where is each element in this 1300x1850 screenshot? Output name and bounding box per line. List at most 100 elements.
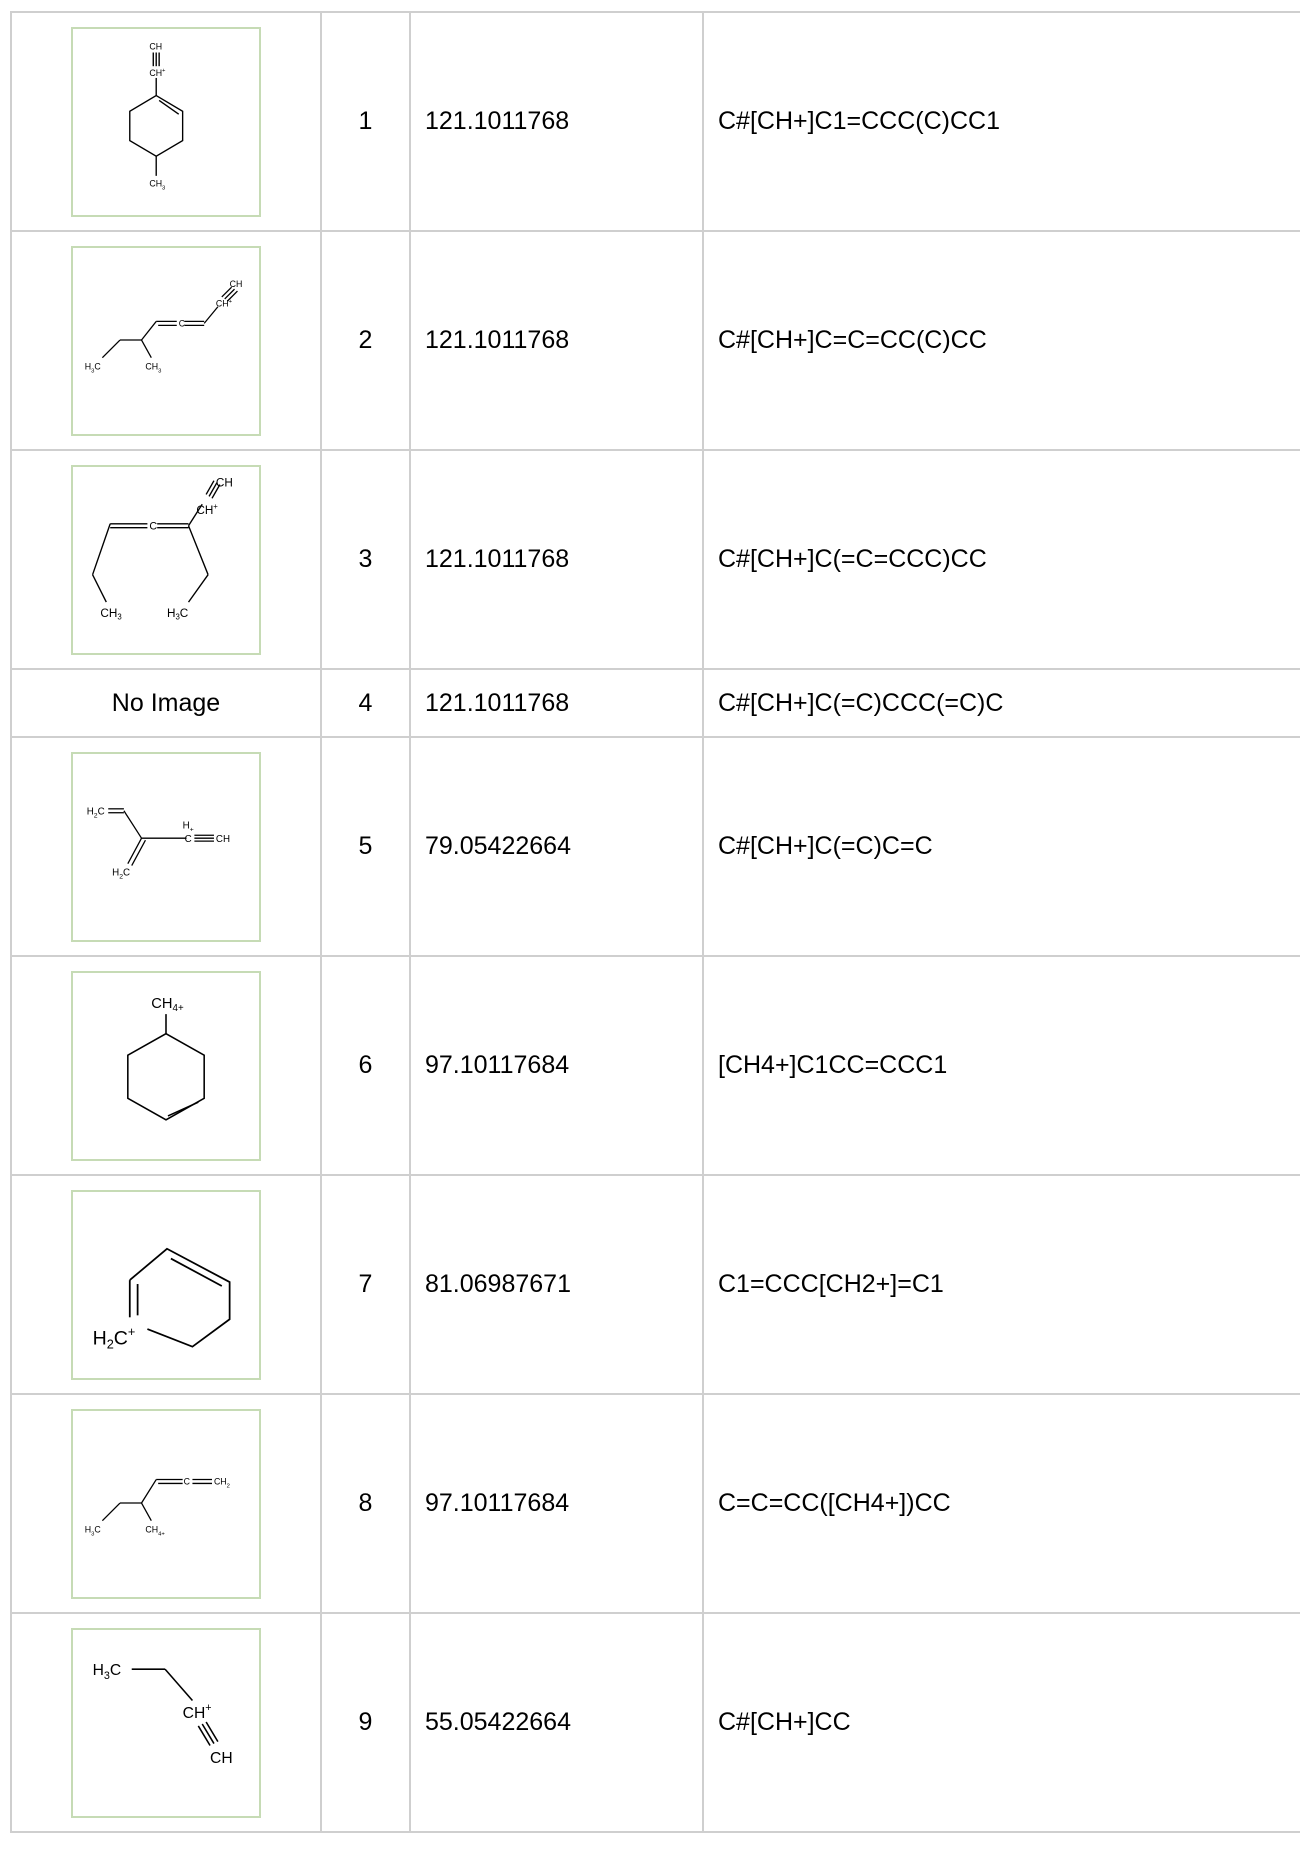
- atom-superscript: +: [128, 1323, 135, 1338]
- index-cell: 3: [320, 449, 411, 670]
- table-row: C CH CH+ CH3 H3C 3 121.1011768 C#[CH+]C(…: [10, 449, 1300, 670]
- svg-text:H3C: H3C: [93, 1662, 122, 1682]
- atom-label: C: [98, 806, 105, 817]
- atom-subscript: 3: [175, 612, 180, 621]
- index-cell: 6: [320, 955, 411, 1176]
- atom-label: H: [85, 1524, 91, 1534]
- svg-text:CH: CH: [149, 41, 162, 51]
- index-cell: 2: [320, 230, 411, 451]
- atom-subscript: 2: [227, 1483, 230, 1489]
- index-cell: 4: [320, 668, 411, 738]
- atom-label: CH: [145, 361, 158, 371]
- structure-cell: CH CH+ CH3: [10, 11, 322, 232]
- structure-cell: CH4+: [10, 955, 322, 1176]
- mass-cell: 121.1011768: [409, 668, 704, 738]
- molecule-structure-image: H3C CH+ CH: [71, 1627, 261, 1818]
- atom-label: H: [87, 806, 94, 817]
- svg-text:CH+: CH+: [183, 1702, 212, 1722]
- structure-cell: H2C H+ C CH H2C: [10, 736, 322, 957]
- molecule-structure-image: H2C+: [71, 1189, 261, 1380]
- svg-text:H2C: H2C: [112, 867, 130, 880]
- atom-subscript: 3: [158, 368, 161, 374]
- mass-cell: 81.06987671: [409, 1174, 704, 1395]
- atom-label: C: [180, 606, 189, 619]
- atom-label: C: [179, 318, 186, 328]
- table-row: H2C H+ C CH H2C 5 79.05422664 C#[CH+]C(=…: [10, 736, 1300, 957]
- table-row: CH CH+ CH3 1 121.1011768 C#[CH+]C1=CCC(C…: [10, 11, 1300, 232]
- smiles-cell: C#[CH+]C(=C=CCC)CC: [702, 449, 1300, 670]
- svg-text:CH: CH: [230, 279, 243, 289]
- atom-superscript: +: [229, 298, 233, 304]
- atom-subscript: 3: [91, 368, 94, 374]
- results-table: CH CH+ CH3 1 121.1011768 C#[CH+]C1=CCC(C…: [10, 11, 1300, 1833]
- index-cell: 8: [320, 1393, 411, 1614]
- atom-subscript: 2: [94, 812, 98, 819]
- atom-superscript: +: [162, 68, 166, 74]
- svg-text:H3C: H3C: [85, 361, 102, 374]
- atom-label: CH: [214, 1476, 227, 1486]
- index-cell: 1: [320, 11, 411, 232]
- molecule-structure-image: CH4+: [71, 970, 261, 1161]
- svg-text:CH: CH: [216, 476, 233, 489]
- no-image-label: No Image: [111, 688, 221, 717]
- atom-subscript: 3: [104, 1669, 110, 1681]
- atom-label: CH: [210, 1750, 233, 1767]
- atom-label: CH: [149, 178, 162, 188]
- atom-subscript: 4+: [158, 1531, 165, 1537]
- molecule-7-svg: H2C+: [93, 1247, 231, 1351]
- table-row: C CH2 H3C CH4+ 8 97.10117684 C=C=CC([CH4…: [10, 1393, 1300, 1614]
- svg-text:H2C+: H2C+: [93, 1323, 136, 1351]
- atom-label: CH: [151, 996, 172, 1012]
- molecule-2-svg: C CH CH+ H3C CH3: [85, 279, 243, 374]
- molecule-1-svg: CH CH+ CH3: [129, 41, 184, 191]
- index-cell: 7: [320, 1174, 411, 1395]
- svg-text:CH3: CH3: [100, 606, 122, 621]
- smiles-cell: C#[CH+]C(=C)C=C: [702, 736, 1300, 957]
- svg-text:CH3: CH3: [149, 178, 165, 191]
- atom-label: CH: [149, 41, 162, 51]
- atom-subscript: 2: [119, 873, 123, 880]
- smiles-cell: C=C=CC([CH4+])CC: [702, 1393, 1300, 1614]
- atom-superscript: +: [205, 1702, 211, 1714]
- svg-text:CH+: CH+: [149, 67, 166, 77]
- structure-cell: H3C CH+ CH: [10, 1612, 322, 1833]
- atom-label: C: [185, 834, 192, 845]
- svg-text:H2C: H2C: [87, 806, 105, 819]
- mass-cell: 121.1011768: [409, 230, 704, 451]
- molecule-5-svg: H2C H+ C CH H2C: [87, 806, 230, 880]
- atom-label: CH: [216, 834, 230, 845]
- svg-text:H3C: H3C: [85, 1524, 102, 1537]
- atom-subscript: 3: [117, 612, 122, 621]
- atom-label: C: [94, 361, 101, 371]
- molecule-structure-image: C CH CH+ CH3 H3C: [71, 464, 261, 655]
- atom-subscript: 2: [107, 1336, 114, 1351]
- svg-text:CH3: CH3: [145, 361, 161, 374]
- atom-label: C: [149, 520, 157, 532]
- svg-text:CH+: CH+: [216, 298, 233, 308]
- atom-label: C: [184, 1476, 191, 1486]
- mass-cell: 55.05422664: [409, 1612, 704, 1833]
- molecule-structure-image: C CH2 H3C CH4+: [71, 1408, 261, 1599]
- table-row: H3C CH+ CH 9 55.05422664 C#[CH+]CC: [10, 1612, 1300, 1833]
- table-row: CH4+ 6 97.10117684 [CH4+]C1CC=CCC1: [10, 955, 1300, 1176]
- index-cell: 9: [320, 1612, 411, 1833]
- structure-cell: No Image: [10, 668, 322, 738]
- smiles-cell: C#[CH+]CC: [702, 1612, 1300, 1833]
- atom-label: H: [167, 606, 175, 619]
- molecule-structure-image: H2C H+ C CH H2C: [71, 751, 261, 942]
- mass-cell: 121.1011768: [409, 449, 704, 670]
- smiles-cell: C#[CH+]C(=C)CCC(=C)C: [702, 668, 1300, 738]
- svg-text:CH+: CH+: [196, 502, 218, 517]
- atom-label: C: [94, 1524, 101, 1534]
- mass-cell: 97.10117684: [409, 1393, 704, 1614]
- structure-cell: C CH2 H3C CH4+: [10, 1393, 322, 1614]
- atom-subscript: 3: [91, 1531, 94, 1537]
- atom-label: CH: [100, 606, 117, 619]
- atom-label: CH: [216, 298, 229, 308]
- atom-label: C: [110, 1662, 121, 1679]
- smiles-cell: C1=CCC[CH2+]=C1: [702, 1174, 1300, 1395]
- svg-text:CH2: CH2: [214, 1476, 230, 1489]
- svg-text:CH4+: CH4+: [145, 1524, 165, 1537]
- atom-label: C: [114, 1327, 128, 1349]
- molecule-9-svg: H3C CH+ CH: [93, 1662, 233, 1767]
